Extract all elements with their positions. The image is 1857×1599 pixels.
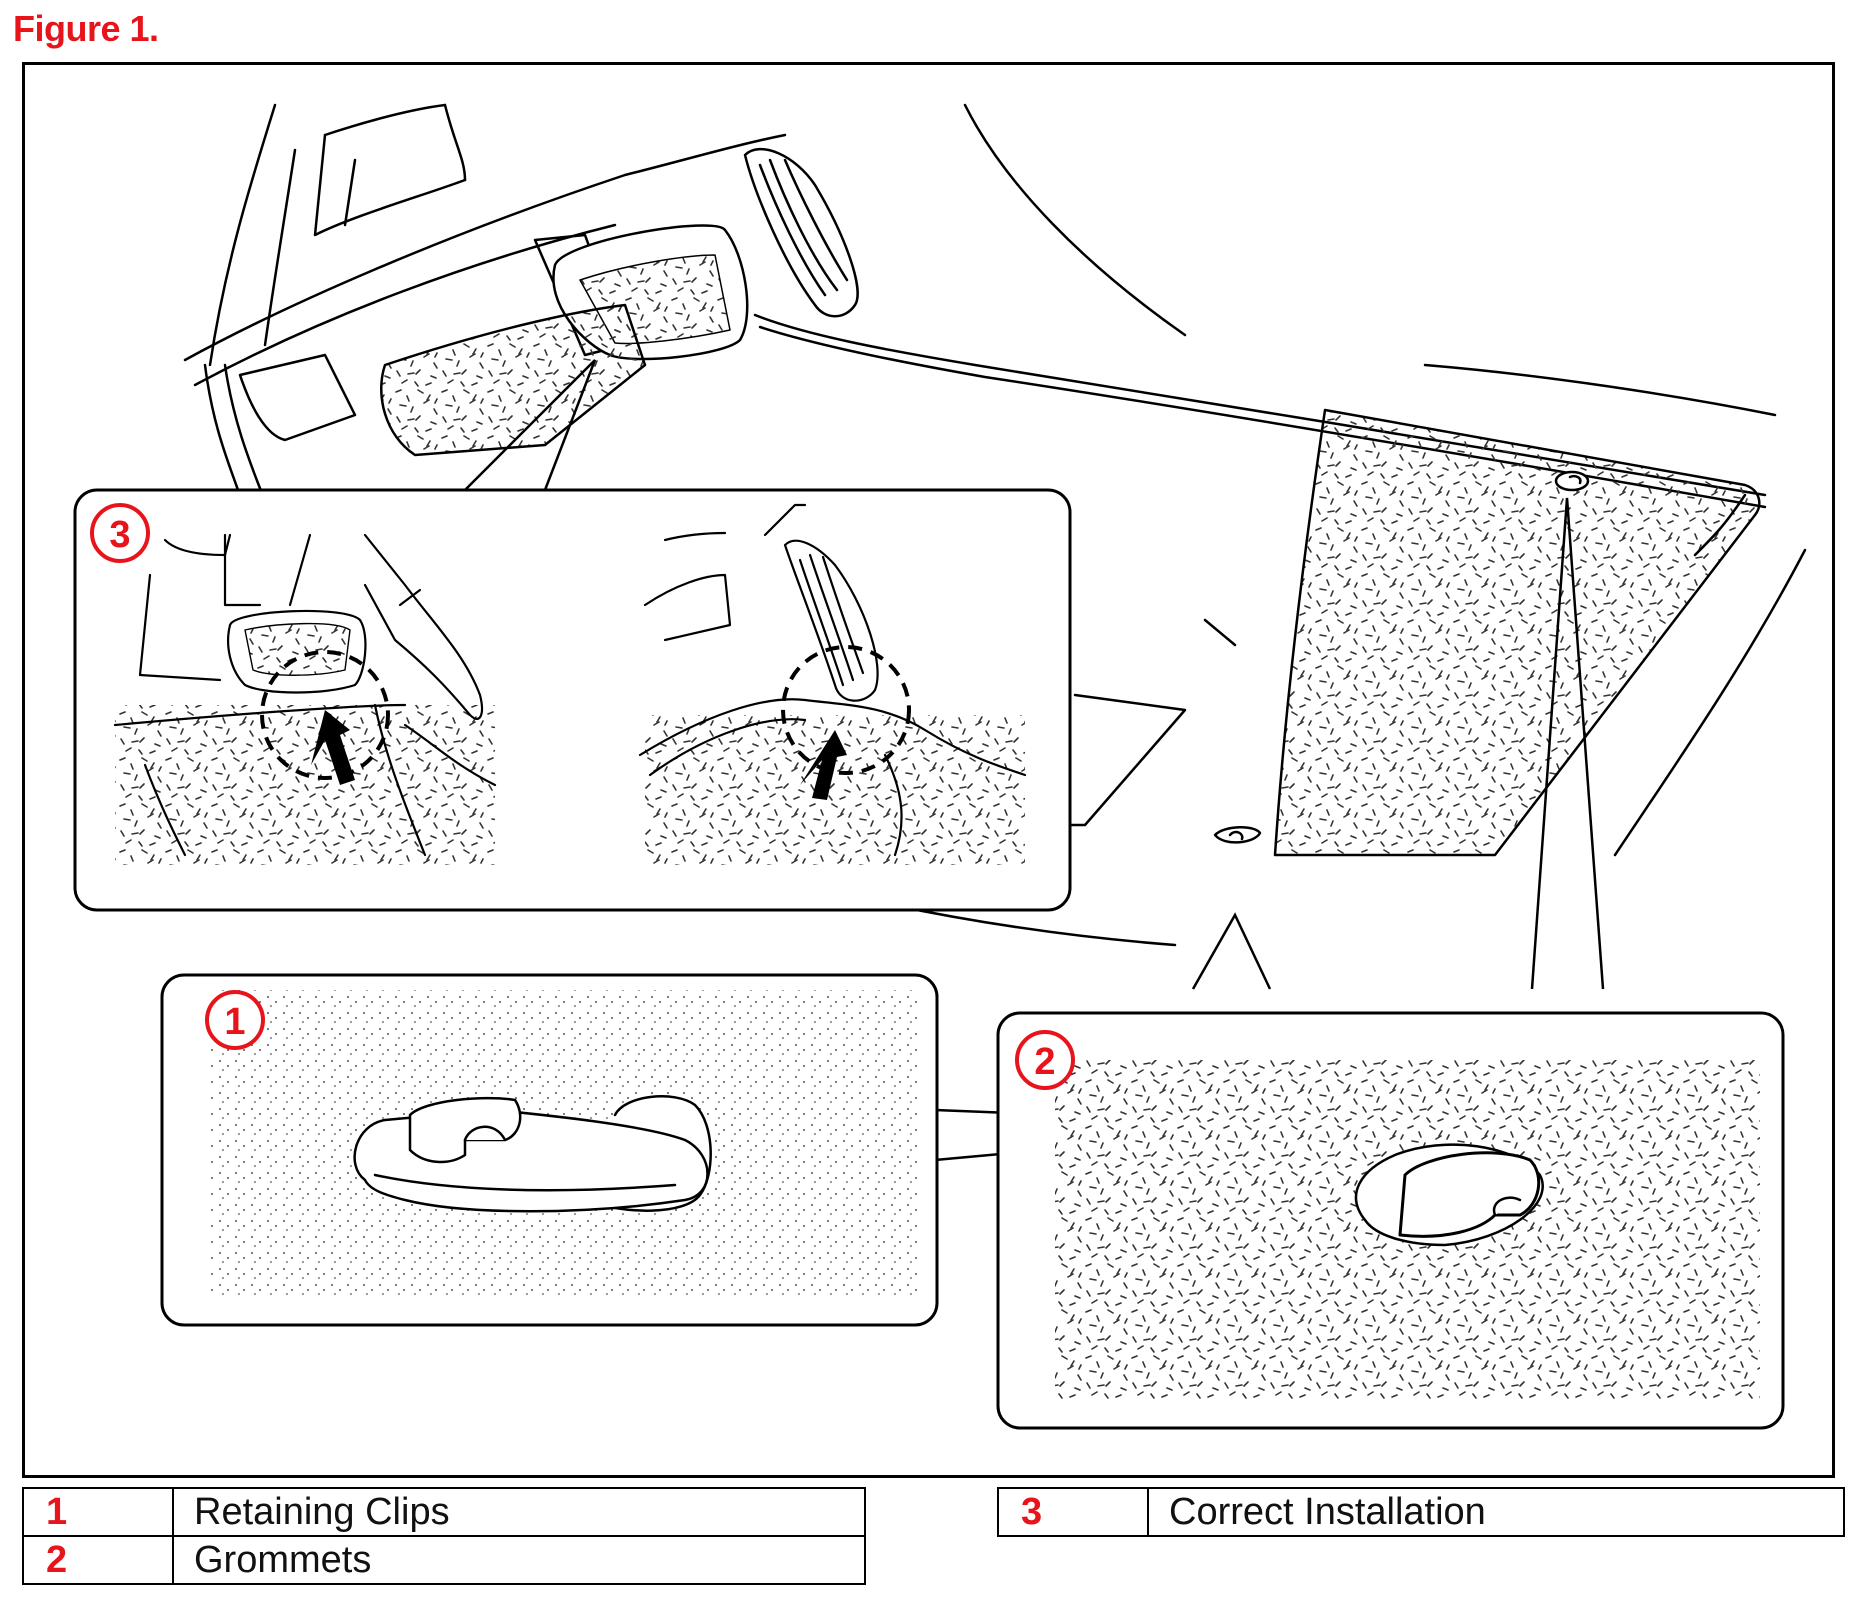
legend-label: Correct Installation <box>1147 1487 1845 1537</box>
callout-panel-correct-installation: 3 <box>73 488 1072 912</box>
callout-2-leader-clip <box>1191 912 1272 990</box>
floor-mat-diagram: 3 1 2 <box>73 103 1807 1430</box>
legend-label: Grommets <box>172 1535 866 1585</box>
diagram-frame: 3 1 2 <box>22 62 1835 1478</box>
legend-table-left: 1 Retaining Clips 2 Grommets <box>22 1487 866 1585</box>
legend-table-right: 3 Correct Installation <box>997 1487 1845 1537</box>
retaining-clip-illustration <box>353 1095 712 1213</box>
legend-row: 3 Correct Installation <box>997 1487 1845 1537</box>
legend-number: 3 <box>997 1487 1149 1537</box>
callout-1-badge <box>205 990 265 1050</box>
figure-title: Figure 1. <box>13 8 159 49</box>
callout-3-badge <box>90 503 150 563</box>
callout-2-number: 2 <box>1034 1041 1055 1083</box>
callout-panel-retaining-clips: 1 <box>160 973 939 1327</box>
grommet-illustration <box>1354 1143 1544 1247</box>
legend-label: Retaining Clips <box>172 1487 866 1537</box>
callout-2-leader-grommet <box>1530 497 1605 990</box>
legend-number: 1 <box>22 1487 174 1537</box>
legend-row: 1 Retaining Clips <box>22 1487 866 1537</box>
legend-row: 2 Grommets <box>22 1535 866 1585</box>
callout-3-leader <box>464 359 597 491</box>
callout-1-number: 1 <box>224 1001 245 1043</box>
callout-panel-grommets: 2 <box>996 1011 1785 1430</box>
callout-2-badge <box>1015 1030 1075 1090</box>
callout-3-number: 3 <box>109 514 130 556</box>
legend-number: 2 <box>22 1535 174 1585</box>
